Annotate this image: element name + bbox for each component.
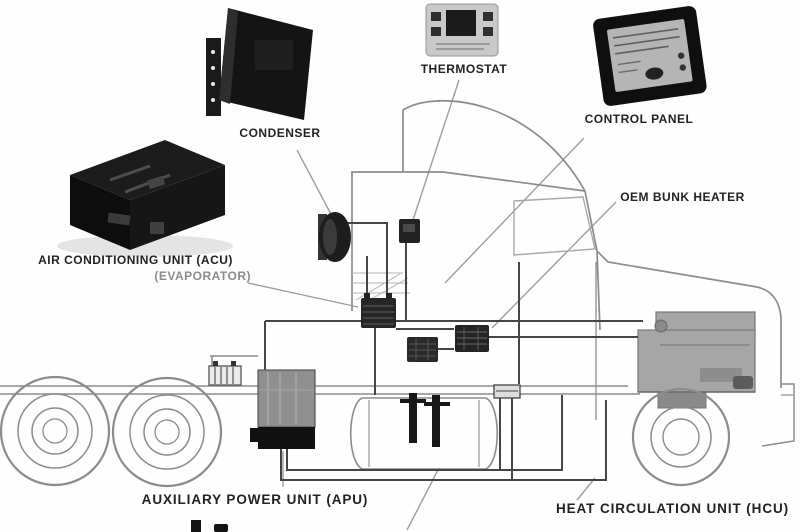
deck-hatch-lines	[352, 272, 410, 303]
truck-outline	[351, 100, 795, 447]
condenser-photo	[206, 8, 313, 120]
label-air-conditioning-unit: AIR CONDITIONING UNIT (ACU)	[38, 253, 233, 267]
acu-photo	[57, 140, 233, 257]
tank-mounting-posts	[400, 393, 450, 447]
label-oem-bunk-heater: OEM BUNK HEATER	[620, 190, 745, 204]
thermostat-photo	[425, 3, 499, 57]
battery-box-icon	[208, 361, 242, 386]
engine-block	[637, 311, 756, 409]
logo-fragment	[191, 520, 228, 532]
rear-wheel-inner	[111, 376, 223, 488]
label-auxiliary-power-unit: AUXILIARY POWER UNIT (APU)	[141, 492, 369, 507]
door-window	[513, 196, 596, 256]
bunk-heater-installed-icon	[455, 325, 489, 352]
rear-wheel-outer	[0, 375, 111, 487]
fuel-tank	[349, 397, 499, 470]
refrigerant-lines	[264, 222, 643, 395]
apu-unit-icon	[250, 369, 316, 449]
hcu-unit-icon	[493, 384, 521, 399]
label-evaporator: (EVAPORATOR)	[154, 269, 251, 283]
heater-box-installed-icon	[407, 337, 438, 362]
control-panel-photo	[593, 6, 707, 106]
label-condenser: CONDENSER	[239, 126, 321, 140]
label-thermostat: THERMOSTAT	[420, 62, 508, 76]
evaporator-installed-icon	[361, 293, 396, 328]
condenser-installed-icon	[318, 212, 351, 262]
front-wheel	[631, 387, 731, 487]
chassis-rails	[0, 355, 640, 395]
coolant-loop-lines	[280, 395, 607, 481]
label-control-panel: CONTROL PANEL	[584, 112, 694, 126]
thermostat-installed-icon	[399, 219, 420, 243]
leader-lines	[247, 79, 617, 531]
label-heat-circulation-unit: HEAT CIRCULATION UNIT (HCU)	[555, 501, 790, 516]
